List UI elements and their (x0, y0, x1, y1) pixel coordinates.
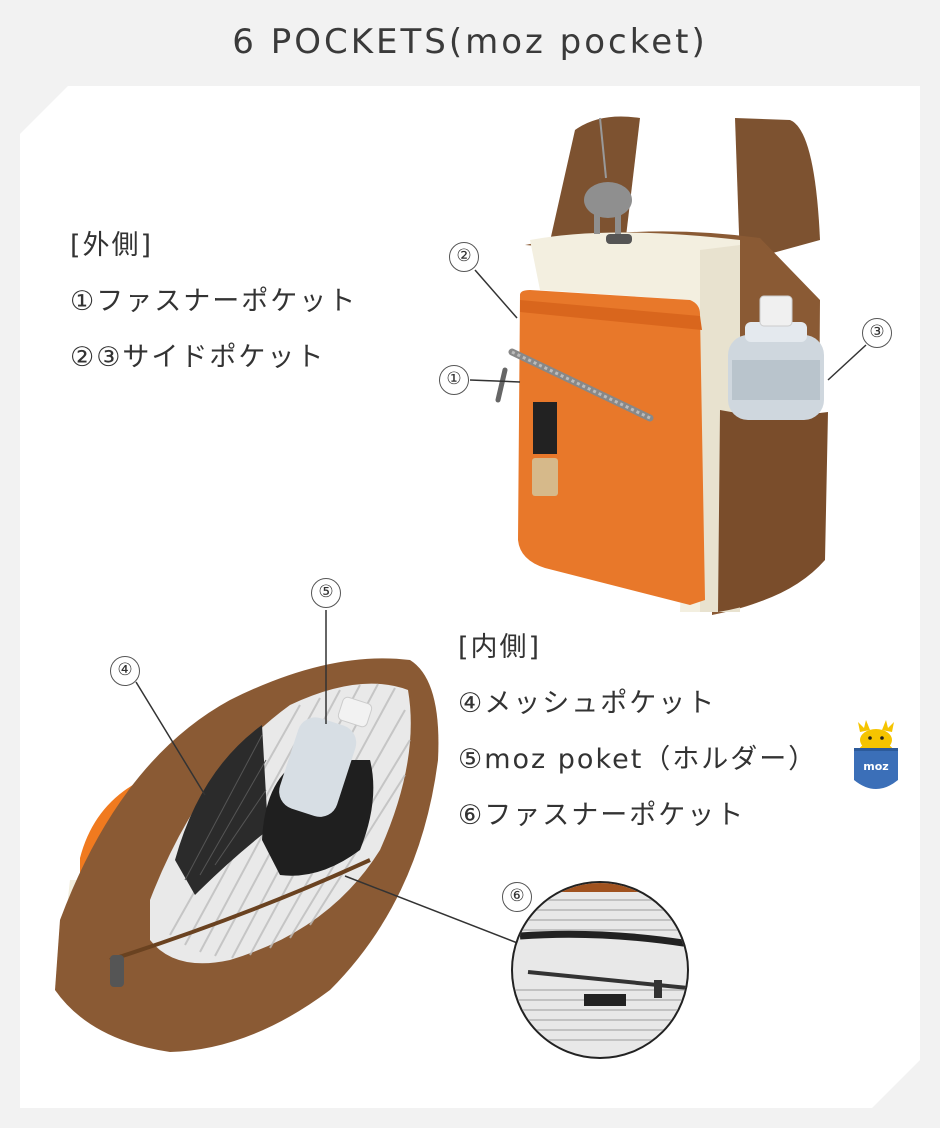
outer-item-side-pockets: ②③サイドポケット (70, 342, 326, 373)
inner-item-mesh-pocket: ④メッシュポケット (458, 688, 717, 719)
page-title: 6 POCKETS(moz pocket) (232, 22, 708, 62)
zip-pocket-detail (511, 881, 689, 1059)
callout-6: ⑥ (502, 882, 532, 912)
leader-lines-outer (469, 269, 867, 383)
outer-pockets-list: [外側] ①ファスナーポケット ②③サイドポケット (70, 218, 357, 386)
callout-5: ⑤ (311, 578, 341, 608)
moz-moose-pocket-icon: moz (854, 720, 898, 789)
mascot-brand-label: moz (863, 760, 888, 773)
leader-lines-inner (135, 610, 521, 945)
outer-item-zip-pocket: ①ファスナーポケット (70, 286, 358, 317)
inner-heading: [内側] (458, 632, 542, 663)
inner-item-moz-poket-holder: ⑤moz poket（ホルダー） (458, 744, 818, 775)
shoulder-bag-inner-view (55, 658, 439, 1052)
inner-pockets-list: [内側] ④メッシュポケット ⑤moz poket（ホルダー） ⑥ファスナーポケ… (458, 620, 817, 844)
shoulder-bag-outer-view (495, 116, 828, 615)
callout-3: ③ (862, 318, 892, 348)
inner-item-zip-pocket: ⑥ファスナーポケット (458, 800, 746, 831)
callout-1: ① (439, 365, 469, 395)
callout-4: ④ (110, 656, 140, 686)
outer-heading: [外側] (70, 230, 154, 261)
callout-2: ② (449, 242, 479, 272)
